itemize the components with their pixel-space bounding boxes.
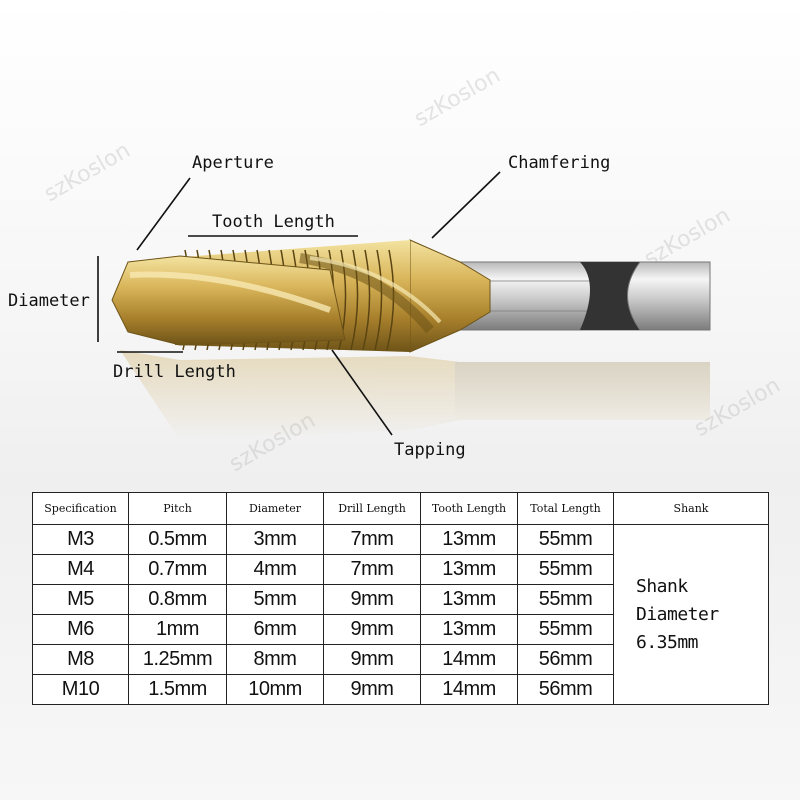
total-length-cell: 56mm xyxy=(517,644,614,675)
total-length-cell: 55mm xyxy=(517,554,614,585)
total-length-cell: 56mm xyxy=(517,674,614,705)
tapping-label: Tapping xyxy=(394,440,466,460)
drill-length-label: Drill Length xyxy=(113,362,236,382)
header-specification: Specification xyxy=(32,492,129,525)
pitch-cell: 0.7mm xyxy=(128,554,227,585)
spec-cell: M5 xyxy=(32,584,129,615)
diameter-cell: 6mm xyxy=(226,614,324,645)
spec-cell: M8 xyxy=(32,644,129,675)
thread-tooth xyxy=(374,249,383,351)
pitch-cell: 1mm xyxy=(128,614,227,645)
tooth-length-cell: 14mm xyxy=(420,674,518,705)
table-row: M10 1.5mm 10mm 9mm 14mm 56mm xyxy=(32,674,769,705)
total-length-cell: 55mm xyxy=(517,524,614,555)
pitch-cell: 0.5mm xyxy=(128,524,227,555)
diameter-cell: 8mm xyxy=(226,644,324,675)
shank-cell: Shank Diameter 6.35mm xyxy=(613,524,769,705)
shank-line: 6.35mm xyxy=(636,631,699,653)
total-length-cell: 55mm xyxy=(517,614,614,645)
thread-tooth xyxy=(350,249,359,351)
drill-bit-reflection xyxy=(120,350,710,440)
shank-line: Shank xyxy=(636,575,688,597)
pitch-cell: 1.5mm xyxy=(128,674,227,705)
spec-cell: M10 xyxy=(32,674,129,705)
header-total-length: Total Length xyxy=(517,492,614,525)
pitch-cell: 0.8mm xyxy=(128,584,227,615)
table-row: M8 1.25mm 8mm 9mm 14mm 56mm xyxy=(32,644,769,675)
table-row: M5 0.8mm 5mm 9mm 13mm 55mm xyxy=(32,584,769,615)
drill-length-cell: 7mm xyxy=(323,524,421,555)
tooth-length-cell: 13mm xyxy=(420,584,518,615)
chamfering-label: Chamfering xyxy=(508,153,611,173)
drill-tip xyxy=(111,255,346,346)
drill-bit-diagram xyxy=(97,171,711,440)
tooth-length-cell: 14mm xyxy=(420,644,518,675)
table-row: M3 0.5mm 3mm 7mm 13mm 55mm Shank Diamete… xyxy=(32,524,769,705)
total-length-cell: 55mm xyxy=(517,584,614,615)
drill-length-cell: 9mm xyxy=(323,614,421,645)
drill-length-cell: 7mm xyxy=(323,554,421,585)
header-diameter: Diameter xyxy=(226,492,324,525)
hex-shank xyxy=(454,261,711,331)
header-drill-length: Drill Length xyxy=(323,492,421,525)
header-pitch: Pitch xyxy=(128,492,227,525)
diameter-cell: 4mm xyxy=(226,554,324,585)
tooth-length-label: Tooth Length xyxy=(212,212,335,232)
chamfer-collar xyxy=(409,239,491,353)
drill-length-cell: 9mm xyxy=(323,674,421,705)
annotation-lines xyxy=(97,171,501,436)
spec-cell: M4 xyxy=(32,554,129,585)
tooth-length-cell: 13mm xyxy=(420,614,518,645)
diameter-cell: 5mm xyxy=(226,584,324,615)
spec-cell: M6 xyxy=(32,614,129,645)
spec-cell: M3 xyxy=(32,524,129,555)
diameter-cell: 10mm xyxy=(226,674,324,705)
diameter-label: Diameter xyxy=(8,291,90,311)
tooth-length-cell: 13mm xyxy=(420,524,518,555)
header-tooth-length: Tooth Length xyxy=(420,492,518,525)
table-header-row: Specification Pitch Diameter Drill Lengt… xyxy=(32,492,769,525)
table-row: M4 0.7mm 4mm 7mm 13mm 55mm xyxy=(32,554,769,585)
specification-table: Specification Pitch Diameter Drill Lengt… xyxy=(32,492,769,705)
tooth-length-cell: 13mm xyxy=(420,554,518,585)
pitch-cell: 1.25mm xyxy=(128,644,227,675)
table-row: M6 1mm 6mm 9mm 13mm 55mm xyxy=(32,614,769,645)
diameter-cell: 3mm xyxy=(226,524,324,555)
drill-length-cell: 9mm xyxy=(323,644,421,675)
aperture-label: Aperture xyxy=(192,153,274,173)
drill-length-cell: 9mm xyxy=(323,584,421,615)
thread-tooth xyxy=(362,249,371,351)
header-shank: Shank xyxy=(613,492,769,525)
shank-line: Diameter xyxy=(636,603,719,625)
